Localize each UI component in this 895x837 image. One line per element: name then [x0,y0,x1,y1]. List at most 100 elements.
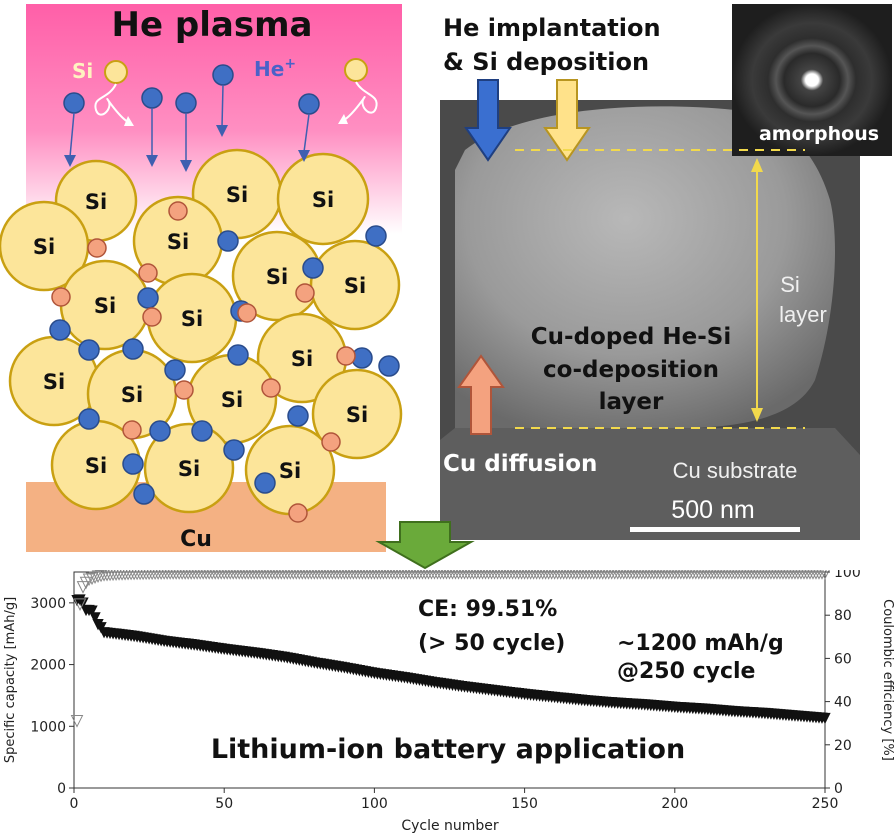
thickness-arrowhead-top [751,158,763,172]
si-layer-label-2: layer [779,302,827,327]
he-ion [133,483,155,505]
efficiency-point [101,570,113,582]
cu-atom [288,503,308,523]
capacity-annotation-2: @250 cycle [617,659,755,684]
chart-title: Lithium-ion battery application [211,734,685,765]
he-ion [122,338,144,360]
si-trajectory-arrowhead-right [338,114,348,124]
capacity-annotation-1: ~1200 mAh/g [617,631,784,656]
cu-atom [336,346,356,366]
si-particle-label: Si [85,454,107,478]
si-particle-label: Si [344,274,366,298]
y-left-tick-label: 1000 [30,719,66,735]
small-atoms [49,201,400,523]
ion-arrowhead [64,155,76,167]
y-left-tick-label: 2000 [30,658,66,674]
si-deposit-arrow [543,79,591,162]
he-ion [191,420,213,442]
tem-panel: amorphous He implantation & Si depositio… [440,4,892,540]
ion-arrows [63,64,320,172]
ce-annotation-2: (> 50 cycle) [418,631,565,656]
efficiency-point [116,570,128,581]
he-implant-arrow [464,79,512,162]
si-particle-label: Si [85,190,107,214]
cu-atom [261,378,281,398]
efficiency-point [94,570,108,583]
si-layer-label-1: Si [780,272,800,297]
si-atom-legend [104,60,128,84]
efficiency-point [122,570,134,581]
si-particle-label: Si [291,347,313,371]
efficiency-point [107,570,119,582]
thickness-arrowhead-bottom [751,408,763,422]
efficiency-point [82,573,96,587]
x-axis-label: Cycle number [401,818,499,834]
capacity-point [89,612,101,624]
x-tick-label: 150 [511,796,538,812]
cu-atom [174,380,194,400]
efficiency-point [73,598,87,612]
cu-diffusion-label: Cu diffusion [443,451,597,477]
y-right-tick-label: 0 [834,781,843,797]
efficiency-point [110,570,122,581]
he-ion [223,439,245,461]
si-particle-label: Si [121,383,143,407]
si-particle-label: Si [43,370,65,394]
si-particle-label: Si [221,388,243,412]
implantation-label: He implantation [443,14,661,42]
y-left-tick-label: 3000 [30,596,66,612]
he-ion [164,359,186,381]
he-ion [287,405,309,427]
y-axis-right-label: Coulombic efficiency [%] [880,599,895,761]
efficiency-point [98,570,110,582]
he-ion [302,257,324,279]
scale-bar-label: 500 nm [671,496,754,524]
he-ion-incoming [63,92,85,114]
si-particle-label: Si [33,235,55,259]
ion-arrowhead [180,160,192,172]
efficiency-point [79,576,93,590]
ion-trajectory [303,113,310,153]
cu-atom [295,283,315,303]
tem-si-layer-blob [455,106,835,429]
substrate-label: Cu [180,527,212,552]
si-particle-label: Si [279,459,301,483]
efficiency-point [88,571,102,585]
cu-atom [168,201,188,221]
he-ion [122,453,144,475]
si-particle-label: Si [94,294,116,318]
transition-arrow [375,521,475,570]
cu-atom [321,432,341,452]
he-ion [137,287,159,309]
he-ion-incoming [175,92,197,114]
efficiency-point [104,570,116,582]
codep-label-1: Cu-doped He-Si [531,324,731,350]
si-trajectory-left [94,83,129,123]
cu-atom [122,420,142,440]
si-particle-label: Si [266,265,288,289]
diffraction-inset [732,4,892,156]
he-ion-incoming [212,64,234,86]
x-tick-label: 250 [812,796,839,812]
inset-label: amorphous [759,123,879,145]
efficiency-point [817,570,827,580]
he-ion [254,472,276,494]
y-axis-left-label: Specific capacity [mAh/g] [3,597,18,763]
si-particle [276,152,370,246]
si-particle-label: Si [226,183,248,207]
ion-trajectory [221,84,224,128]
si-trajectory-right [343,81,378,121]
y-right-tick-label: 20 [834,738,852,754]
x-tick-label: 50 [215,796,233,812]
he-ion [49,319,71,341]
cu-atom [142,307,162,327]
ion-arrowhead [298,150,310,162]
y-left-tick-label: 0 [57,781,66,797]
efficiency-point [85,572,99,586]
x-tick-label: 100 [361,796,388,812]
he-ion-label: He+ [254,56,296,81]
he-ion [378,355,400,377]
y-right-tick-label: 100 [834,570,861,581]
he-ion [365,225,387,247]
